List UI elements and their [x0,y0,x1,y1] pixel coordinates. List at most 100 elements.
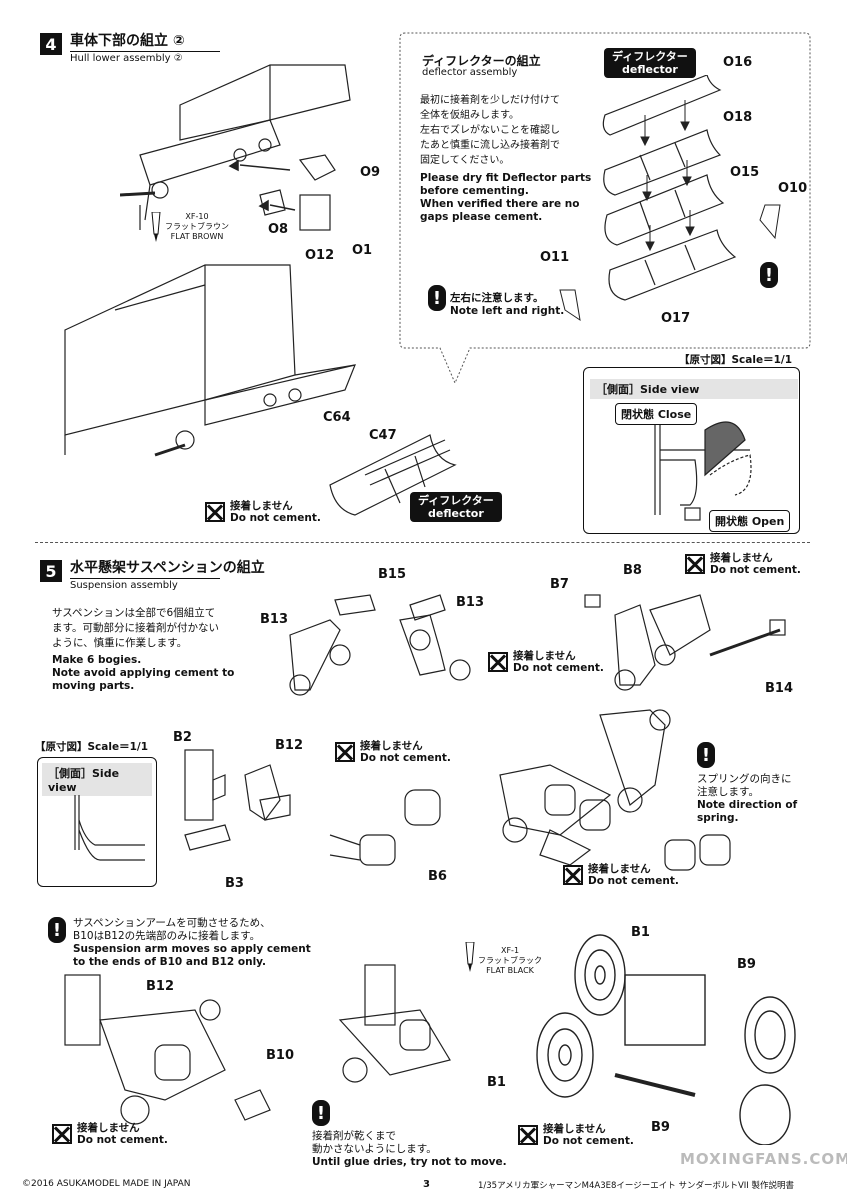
part-o11: O11 [540,250,570,265]
paint-name-en: FLAT BLACK [486,966,534,975]
deflector-label-en: deflector [428,507,484,520]
part-o11-illustration [559,289,581,322]
left-right-note: 左右に注意します。 Note left and right. [450,292,564,318]
no-cement-x-icon [52,1124,72,1144]
suspension-intro-jp: サスペンションは全部で6個組立て ます。可動部分に接着剤が付かない ように、慎重… [52,606,219,651]
part-c47: C47 [369,428,397,443]
bogie-parts-b13-b15-illustration [289,594,471,696]
text-line: ます。可動部分に接着剤が付かない [52,622,219,634]
attention-icon: ! [312,1100,330,1126]
brush-icon [151,212,161,242]
text-line: When verified there are no [420,198,580,210]
part-b12: B12 [146,979,174,994]
close-state-label: 閉状態 Close [615,403,698,425]
road-wheels-illustration [536,934,796,1145]
bogie-b2-b3-b12-illustration [184,749,291,851]
text-line: Suspension arm moves so apply cement [73,943,311,955]
deflector-label-jp: ディフレクター [612,50,688,63]
side-view-illustration [654,410,752,521]
part-b14: B14 [765,681,793,696]
scale-label: 【原寸図】Scale＝1/1 [35,741,149,753]
deflector-part-illustration [329,434,457,516]
text-line: 注意します。 [697,786,759,798]
watermark: MOXINGFANS.COM [680,1150,847,1168]
no-cement-x-icon [488,652,508,672]
part-b10: B10 [266,1048,294,1063]
no-cement-en: Do not cement. [543,1135,634,1147]
text-line: 左右でズレがないことを確認し [420,125,560,136]
text-line: to the ends of B10 and B12 only. [73,956,267,968]
no-cement-en: Do not cement. [513,662,604,674]
text-line: サスペンションは全部で6個組立て [52,607,216,619]
brush-icon [465,942,475,972]
no-cement-x-icon [518,1125,538,1145]
no-cement-x-icon [335,742,355,762]
part-b6: B6 [428,869,447,884]
attention-icon: ! [428,285,446,311]
no-cement-en: Do not cement. [77,1134,168,1146]
step5-header: 5 水平懸架サスペンションの組立 Suspension assembly [40,560,265,591]
spring-direction-note: スプリングの向きに 注意します。 Note direction of sprin… [697,773,797,825]
text-line: gaps please cement. [420,211,543,223]
part-o15: O15 [730,165,760,180]
text-line: Note avoid applying cement to [52,667,235,679]
no-cement-jp: 接着しません [543,1123,606,1135]
suspension-arm-note: サスペンションアームを可動させるため、 B10はB12の先端部のみに接着します。… [73,917,311,969]
text-line: サスペンションアームを可動させるため、 [73,917,271,929]
text-line: 接着剤が乾くまで [312,1130,396,1142]
deflector-exploded-illustration [602,75,737,301]
step-title: 水平懸架サスペンションの組立 [70,560,265,576]
deflector-label-jp: ディフレクター [418,494,494,507]
text-line: B10はB12の先端部のみに接着します。 [73,930,261,942]
deflector-instructions-jp: 最初に接着剤を少しだけ付けて 全体を仮組みします。 左右でズレがないことを確認し… [420,93,560,168]
part-b7: B7 [550,577,569,592]
bogie-assembly-illustration [499,709,671,866]
no-cement-jp: 接着しません [588,863,651,875]
spring-pair-illustration [664,834,731,871]
note-en: Note left and right. [450,305,565,317]
bogie-drying-illustration [338,964,451,1083]
paint-callout-xf10: XF-10 フラットブラウン FLAT BROWN [165,212,229,242]
step-title: 車体下部の組立 ② [70,33,185,49]
part-o9: O9 [360,165,381,180]
note-jp: 左右に注意します。 [450,292,544,304]
side-view-panel [583,367,800,534]
attention-icon: ! [697,742,715,768]
part-o18: O18 [723,110,753,125]
step-subtitle: Hull lower assembly ② [70,51,220,64]
attention-icon: ! [760,262,778,288]
no-cement-x-icon [563,865,583,885]
paint-code: XF-10 [185,212,209,221]
footer-product-title: 1/35アメリカ軍シャーマンM4A3E8イージーエイト サンダーボルトVII 製… [478,1181,794,1191]
part-b13: B13 [456,595,484,610]
deflector-label-en: deflector [622,63,678,76]
part-b13: B13 [260,612,288,627]
no-cement-en: Do not cement. [588,875,679,887]
part-b2: B2 [173,730,192,745]
text-line: ように、慎重に作業します。 [52,637,188,649]
hull-lower-illustration-top [120,64,351,231]
side-view-b2-illustration [74,795,145,861]
deflector-box-label: ディフレクター deflector [604,48,696,78]
no-cement-jp: 接着しません [710,552,773,564]
text-line: スプリングの向きに [697,773,792,785]
open-state-label: 開状態 Open [709,510,791,532]
suspension-intro-en: Make 6 bogies. Note avoid applying cemen… [52,654,234,693]
part-b12: B12 [275,738,303,753]
side-view-panel [37,757,157,887]
text-line: Note direction of [697,799,798,811]
bogie-b7-b8-b14-illustration [584,594,786,691]
spring-b6-illustration [329,789,441,866]
part-o17: O17 [661,311,691,326]
paint-name-jp: フラットブラウン [165,222,229,231]
part-o10: O10 [778,181,808,196]
text-line: 最初に接着剤を少しだけ付けて [420,95,560,106]
text-line: moving parts. [52,680,135,692]
step-subtitle: Suspension assembly [70,578,220,591]
part-o8: O8 [268,222,289,237]
